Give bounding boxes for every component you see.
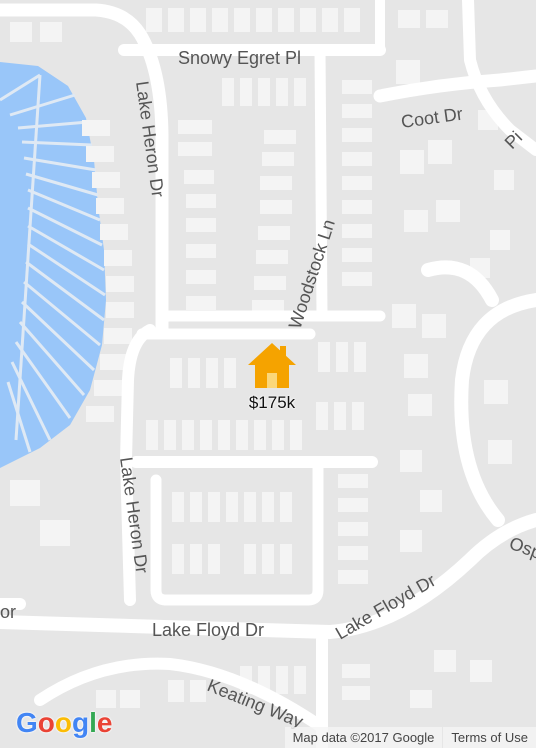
house-icon: [248, 343, 296, 388]
buildings: [10, 8, 514, 708]
map-data-credit: Map data ©2017 Google: [284, 726, 443, 748]
logo-letter-l: l: [89, 707, 97, 738]
street-label-or: or: [0, 602, 16, 622]
street-label-snowy-egret: Snowy Egret Pl: [178, 48, 301, 68]
lake: [0, 62, 106, 468]
property-price: $175k: [248, 393, 296, 412]
google-logo[interactable]: Google: [16, 707, 112, 739]
property-marker[interactable]: $175k: [244, 340, 300, 413]
logo-letter-e: e: [96, 707, 113, 738]
terms-of-use-link[interactable]: Terms of Use: [443, 726, 536, 748]
logo-letter-o: o: [37, 707, 55, 738]
logo-letter-o-2: o: [54, 707, 72, 738]
map-attribution: Map data ©2017 Google Terms of Use: [284, 726, 536, 748]
logo-letter-g: G: [16, 707, 38, 738]
street-label-lake-floyd-main: Lake Floyd Dr: [152, 620, 264, 640]
logo-letter-g-2: g: [72, 707, 90, 738]
